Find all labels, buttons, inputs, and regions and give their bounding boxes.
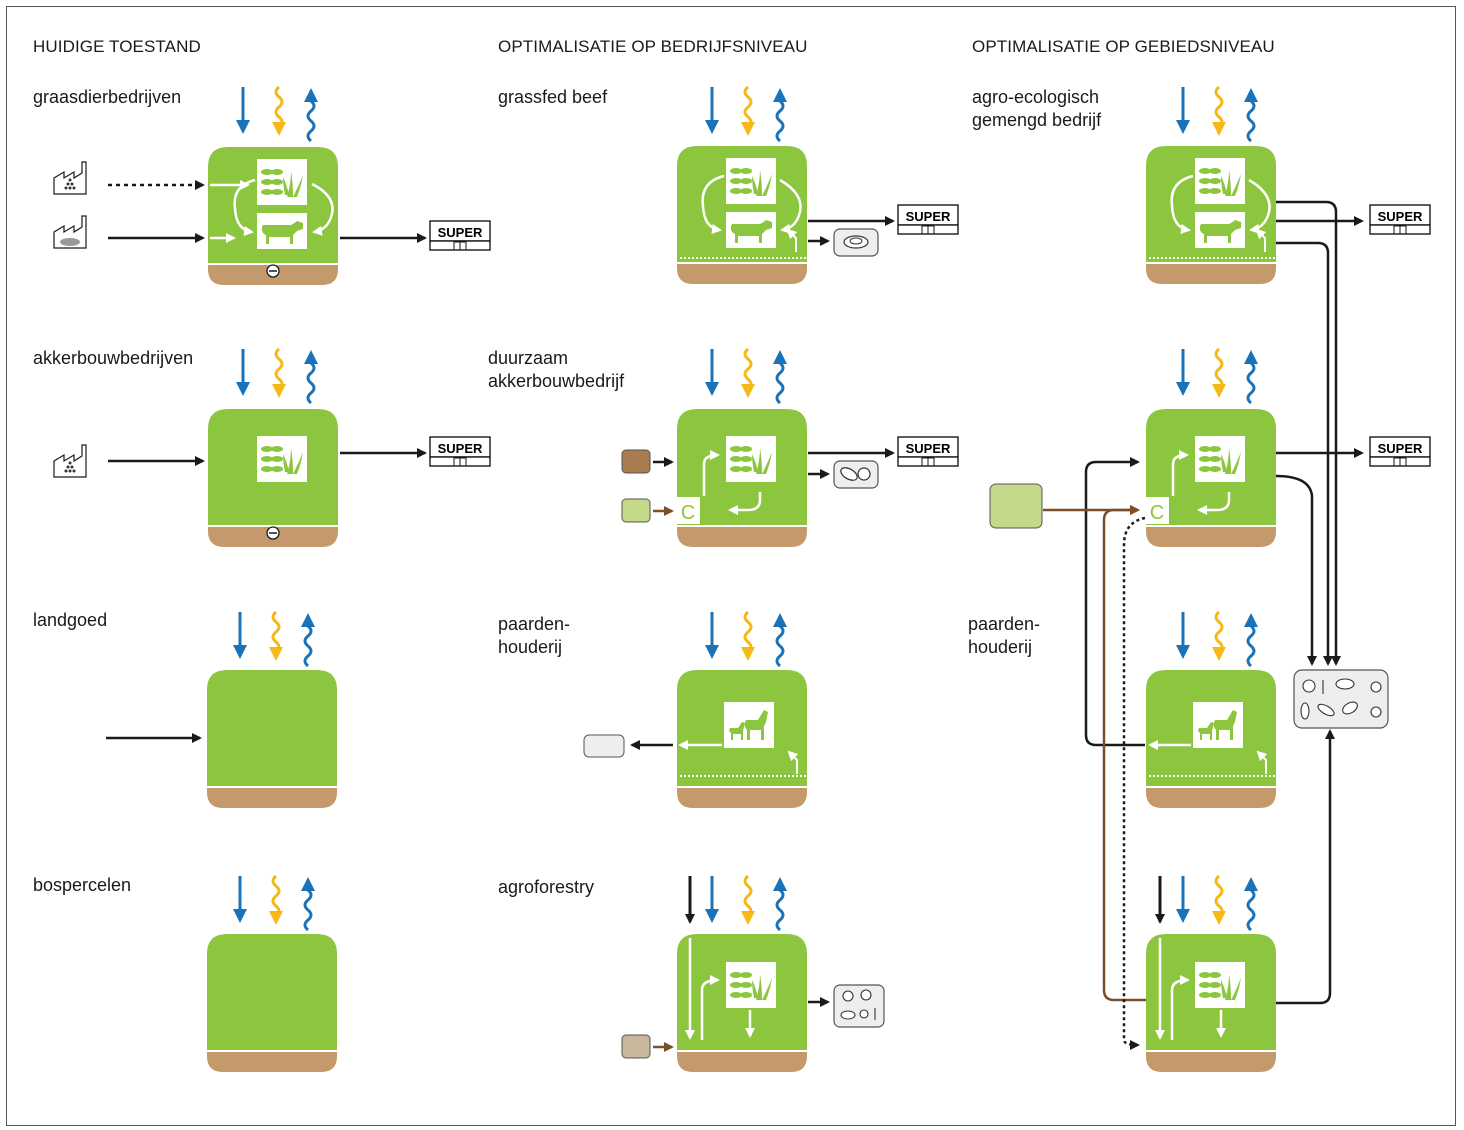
cow-icon xyxy=(726,212,776,248)
climate-flows-icon xyxy=(243,87,314,141)
label-paardenhouderij-farm: paarden- houderij xyxy=(498,614,571,657)
vegetables-icon xyxy=(833,460,879,489)
crop-icon xyxy=(1195,436,1245,482)
crop-icon xyxy=(726,962,776,1008)
label-landgoed: landgoed xyxy=(33,610,108,630)
cow-icon xyxy=(257,213,307,249)
green-input-box xyxy=(621,498,651,523)
supermarket-icon: SUPER xyxy=(429,220,491,251)
cow-icon xyxy=(1195,212,1245,248)
farm-area-paardenhouderij xyxy=(1145,612,1277,809)
supermarket-icon: SUPER xyxy=(429,436,491,467)
farm-akkerbouw xyxy=(207,349,339,548)
farm-paardenhouderij xyxy=(676,612,808,809)
crop-icon xyxy=(726,158,776,204)
label-graasdierbedrijven: graasdierbedrijven xyxy=(33,87,182,107)
factory-feed-icon xyxy=(53,161,87,195)
column-title-current: HUIDIGE TOESTAND xyxy=(33,37,201,56)
fruit-nuts-icon xyxy=(833,984,885,1028)
supermarket-icon: SUPER xyxy=(1369,436,1431,467)
supermarket-icon: SUPER xyxy=(897,204,959,235)
horses-icon xyxy=(724,702,774,748)
factory-feed-icon xyxy=(53,444,87,478)
diagram-frame xyxy=(6,6,1456,1126)
horses-icon xyxy=(1193,702,1243,748)
svg-text:SUPER: SUPER xyxy=(906,441,951,456)
farm-graasdier xyxy=(207,87,339,286)
manure-output-box xyxy=(583,734,625,758)
crop-icon xyxy=(1195,962,1245,1008)
farm-grassfed-beef xyxy=(676,87,808,285)
crop-icon xyxy=(257,436,307,482)
farm-area-agroforestry xyxy=(1145,876,1277,1073)
compost-icon xyxy=(676,497,700,524)
meat-icon xyxy=(833,228,879,257)
column-title-farm-level: OPTIMALISATIE OP BEDRIJFSNIVEAU xyxy=(498,37,808,56)
farm-duurzaam-akkerbouw: C xyxy=(676,349,808,548)
crop-icon xyxy=(257,159,307,205)
svg-text:C: C xyxy=(681,502,695,524)
label-paardenhouderij-area: paarden- houderij xyxy=(968,614,1041,657)
compost-icon xyxy=(1145,497,1169,524)
mixed-produce-icon xyxy=(1293,669,1389,729)
svg-text:SUPER: SUPER xyxy=(438,225,483,240)
organic-input-box xyxy=(621,449,651,474)
svg-text:SUPER: SUPER xyxy=(1378,441,1423,456)
column-title-area-level: OPTIMALISATIE OP GEBIEDSNIVEAU xyxy=(972,37,1275,56)
svg-text:C: C xyxy=(1150,502,1164,524)
farm-agro-ecologisch xyxy=(1145,87,1277,285)
svg-text:SUPER: SUPER xyxy=(438,441,483,456)
label-grassfed-beef: grassfed beef xyxy=(498,87,608,107)
crop-icon xyxy=(1195,158,1245,204)
factory-fertilizer-icon xyxy=(53,215,87,249)
tan-input-box xyxy=(621,1034,651,1059)
svg-text:SUPER: SUPER xyxy=(1378,209,1423,224)
green-input-box-large xyxy=(989,483,1043,529)
supermarket-icon: SUPER xyxy=(897,436,959,467)
farm-area-akkerbouw: C xyxy=(1145,349,1277,548)
label-bospercelen: bospercelen xyxy=(33,875,132,895)
label-duurzaam-akkerbouwbedrijf: duurzaam akkerbouwbedrijf xyxy=(488,348,625,391)
label-agro-ecologisch: agro-ecologisch gemengd bedrijf xyxy=(972,87,1102,130)
label-agroforestry: agroforestry xyxy=(498,877,595,897)
crop-icon xyxy=(726,436,776,482)
farm-landgoed xyxy=(206,612,338,809)
svg-text:SUPER: SUPER xyxy=(906,209,951,224)
supermarket-icon: SUPER xyxy=(1369,204,1431,235)
farm-agroforestry xyxy=(676,876,808,1073)
farm-bospercelen xyxy=(206,876,338,1073)
label-akkerbouwbedrijven: akkerbouwbedrijven xyxy=(33,348,194,368)
